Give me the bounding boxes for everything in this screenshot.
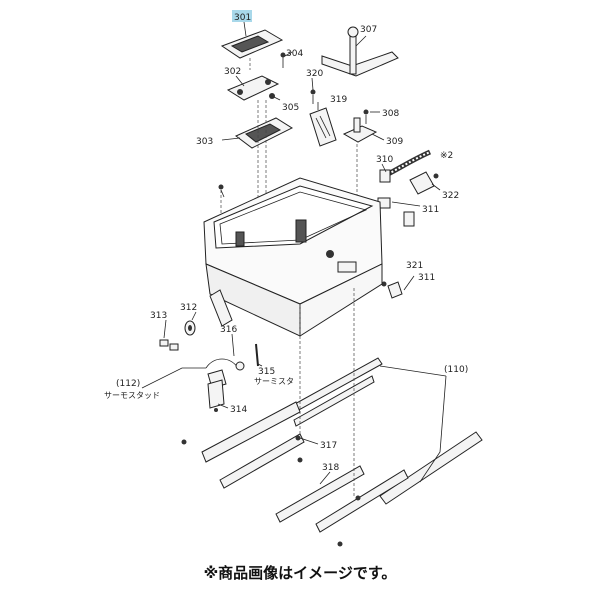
- label-312: 312: [180, 303, 197, 313]
- label-311b: 311: [418, 273, 435, 283]
- label-311a: 311: [422, 205, 439, 215]
- label-302: 302: [224, 67, 241, 77]
- label-314: 314: [230, 405, 247, 415]
- part-322-bracket: [409, 171, 439, 195]
- label-110: (110): [444, 365, 468, 375]
- label-thermostat: サーモスタッド: [104, 391, 160, 400]
- part-315-thermistor: [255, 343, 259, 367]
- label-316: 316: [220, 325, 237, 335]
- label-303: 303: [196, 137, 213, 147]
- part-305: [269, 93, 275, 99]
- label-112: (112): [116, 379, 140, 389]
- part-312-washer: [184, 320, 196, 336]
- label-307: 307: [360, 25, 377, 35]
- label-308: 308: [382, 109, 399, 119]
- part-labels: 301 304 302 305 303 307 320 319 308 309 …: [104, 13, 468, 473]
- image-disclaimer-caption: ※商品画像はイメージです。: [203, 564, 397, 582]
- label-317: 317: [320, 441, 337, 451]
- label-320: 320: [306, 69, 323, 79]
- part-308-screw: [363, 109, 369, 124]
- part-313-nuts: [159, 339, 179, 351]
- tank-body: [203, 177, 383, 337]
- label-note2: ※2: [440, 151, 453, 161]
- label-304: 304: [286, 49, 303, 59]
- part-301-cover: [220, 29, 284, 70]
- part-318-screw: [337, 495, 361, 547]
- part-321-screw: [381, 281, 403, 299]
- part-317-screw: [181, 435, 303, 463]
- part-303-tray: [235, 117, 294, 149]
- part-302-bracket: [226, 75, 280, 101]
- part-309-base: [342, 117, 378, 143]
- label-315: 315: [258, 367, 275, 377]
- label-319: 319: [330, 95, 347, 105]
- label-322: 322: [442, 191, 459, 201]
- part-307-arm: [321, 26, 399, 77]
- label-313: 313: [150, 311, 167, 321]
- leader-lines: [141, 21, 447, 485]
- highlight-box: [232, 10, 252, 22]
- part-320-screw: [310, 89, 316, 104]
- part-304-screw: [280, 52, 286, 68]
- screw: [218, 184, 225, 198]
- label-309: 309: [386, 137, 403, 147]
- part-110-rails: [201, 357, 483, 533]
- label-301: 301: [234, 13, 251, 23]
- part-314-clip: [207, 379, 225, 412]
- label-318: 318: [322, 463, 339, 473]
- label-thermistor: サーミスタ: [254, 377, 294, 386]
- label-305: 305: [282, 103, 299, 113]
- label-321: 321: [406, 261, 423, 271]
- label-310: 310: [376, 155, 393, 165]
- part-319-latch: [309, 107, 337, 147]
